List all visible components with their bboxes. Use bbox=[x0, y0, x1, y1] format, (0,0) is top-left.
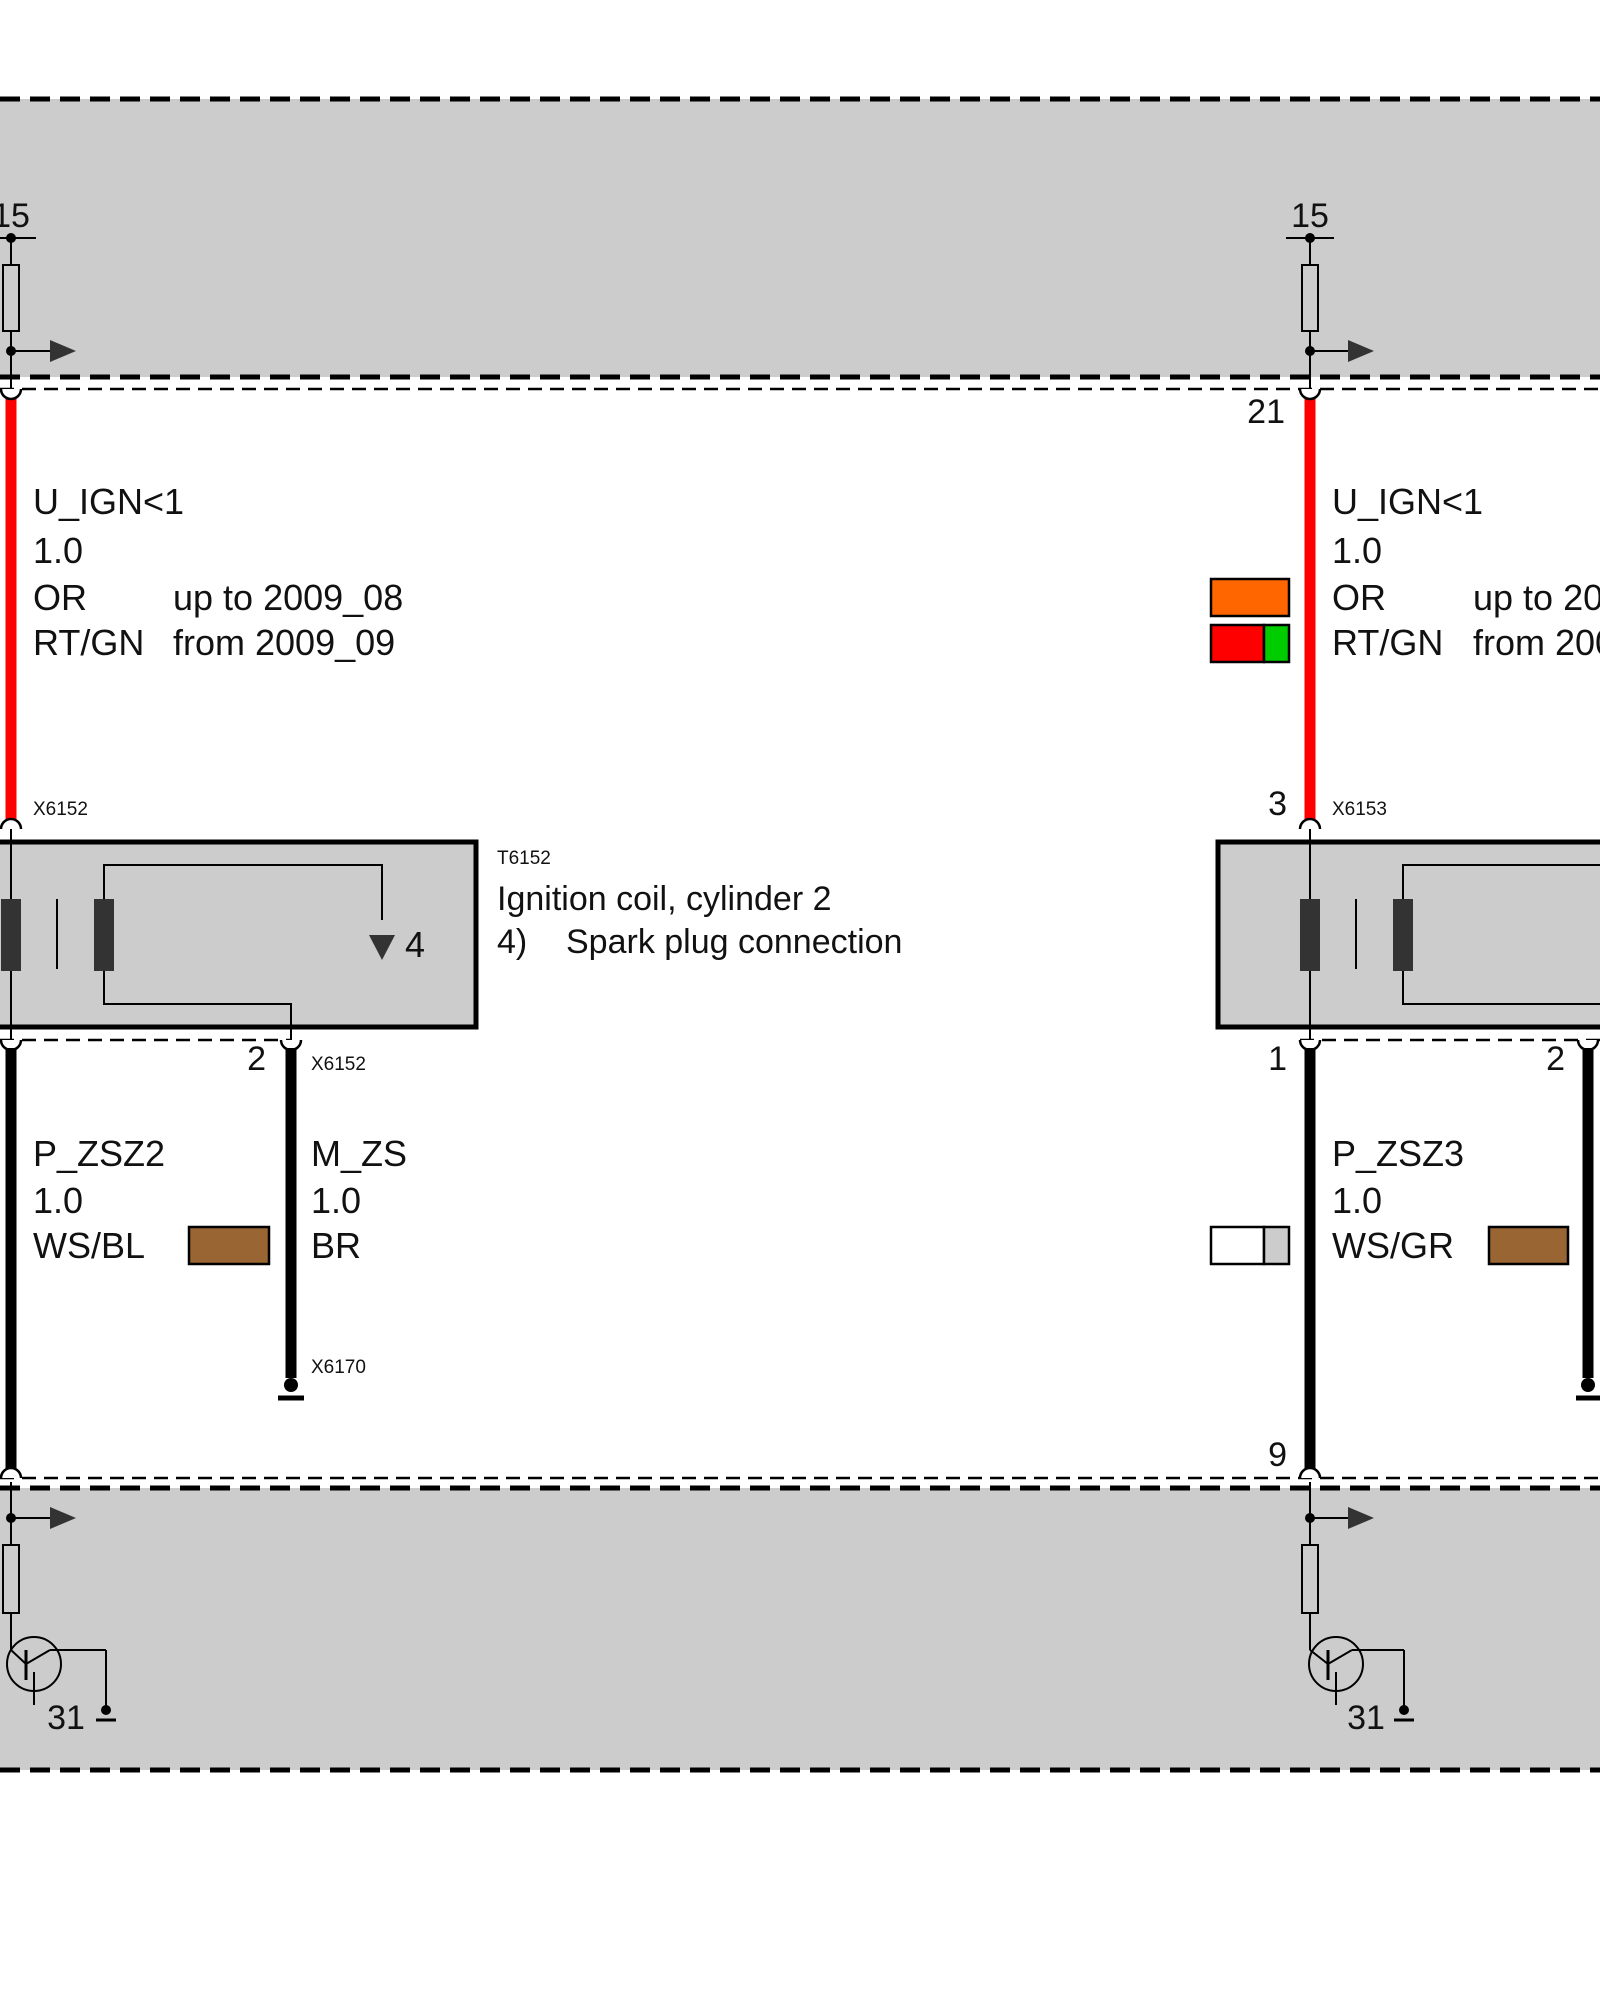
right-supply-arrow-icon bbox=[1348, 340, 1374, 362]
right-coil-pin-top: 3 bbox=[1268, 785, 1287, 823]
right-connector-top-label: X6153 bbox=[1332, 799, 1387, 820]
left-ground-signal-name: M_ZS bbox=[311, 1133, 407, 1174]
right-terminal-15-label: 15 bbox=[1291, 197, 1329, 235]
left-ground-side-pin: 2 bbox=[247, 1040, 266, 1078]
left-coil-id: T6152 bbox=[497, 848, 551, 869]
left-connector-ground-label: X6152 bbox=[311, 1054, 366, 1075]
top-module-area: 15 15 bbox=[0, 96, 1600, 395]
right-power-swatch-green bbox=[1262, 623, 1291, 664]
left-driver-arrow-icon bbox=[50, 1507, 76, 1529]
left-coil-housing bbox=[0, 839, 479, 1030]
right-power-swatch-orange bbox=[1209, 577, 1291, 618]
left-coil-output-pin: 4 bbox=[405, 924, 425, 965]
right-module-pin-bottom: 9 bbox=[1268, 1436, 1287, 1474]
bottom-module-area: 31 31 bbox=[0, 1476, 1600, 1773]
left-coil-note-number: 4) bbox=[497, 923, 527, 961]
left-power-signal-name: U_IGN<1 bbox=[33, 481, 184, 522]
right-power-swatch-red bbox=[1209, 623, 1266, 664]
right-power-color-note-1: up to 20 bbox=[1473, 577, 1600, 618]
left-coil-secondary-winding bbox=[94, 899, 114, 971]
left-supply-arrow-icon bbox=[50, 340, 76, 362]
right-driver-arrow-icon bbox=[1348, 1507, 1374, 1529]
right-driver-circuit: 31 bbox=[1301, 1482, 1414, 1737]
left-power-color-code-1: OR bbox=[33, 577, 87, 618]
left-power-cross-section: 1.0 bbox=[33, 530, 83, 571]
left-signal-name: P_ZSZ2 bbox=[33, 1133, 165, 1174]
right-coil-top-connector bbox=[1298, 817, 1322, 830]
left-bottom-module-pin bbox=[0, 1466, 23, 1479]
left-ground-color-code: BR bbox=[311, 1225, 361, 1266]
left-connector-top-label: X6152 bbox=[33, 799, 88, 820]
right-signal-swatch-grey bbox=[1262, 1225, 1291, 1266]
right-module-pin-top: 21 bbox=[1247, 393, 1285, 431]
left-power-color-note-2: from 2009_09 bbox=[173, 622, 395, 663]
left-coil-primary-winding bbox=[1, 899, 21, 971]
left-channel: U_IGN<1 1.0 OR up to 2009_08 RT/GN from … bbox=[0, 388, 902, 1479]
right-top-module-pin bbox=[1298, 388, 1322, 401]
right-signal-swatch-white bbox=[1209, 1225, 1266, 1266]
right-signal-color-code: WS/GR bbox=[1332, 1225, 1454, 1266]
right-power-signal-name: U_IGN<1 bbox=[1332, 481, 1483, 522]
left-power-color-note-1: up to 2009_08 bbox=[173, 577, 403, 618]
right-ignition-coil bbox=[1215, 829, 1600, 1040]
left-ground-connector-label: X6170 bbox=[311, 1357, 366, 1378]
left-signal-color-code: WS/BL bbox=[33, 1225, 145, 1266]
right-power-cross-section: 1.0 bbox=[1332, 530, 1382, 571]
right-terminal-31-label: 31 bbox=[1347, 1699, 1385, 1737]
right-ground-color-swatch bbox=[1487, 1225, 1570, 1266]
left-driver-circuit: 31 bbox=[2, 1482, 116, 1737]
left-coil-name: Ignition coil, cylinder 2 bbox=[497, 880, 832, 918]
right-signal-cross-section: 1.0 bbox=[1332, 1180, 1382, 1221]
left-top-module-pin bbox=[0, 388, 23, 401]
left-terminal-31-label: 31 bbox=[47, 1699, 85, 1737]
top-module-fill bbox=[0, 99, 1600, 377]
right-coil-secondary-winding bbox=[1393, 899, 1413, 971]
left-signal-color-swatch bbox=[187, 1225, 271, 1266]
right-coil-primary-winding bbox=[1300, 899, 1320, 971]
right-channel: 21 U_IGN<1 1.0 OR up to 20 RT/GN from 20… bbox=[1209, 388, 1600, 1479]
left-ground-cross-section: 1.0 bbox=[311, 1180, 361, 1221]
left-ground-point bbox=[284, 1378, 298, 1392]
left-ignition-coil: 4 bbox=[0, 829, 479, 1040]
right-power-color-code-2: RT/GN bbox=[1332, 622, 1443, 663]
left-coil-top-connector bbox=[0, 817, 23, 830]
left-coil-output-arrow-icon bbox=[369, 935, 395, 960]
right-ground-side-pin: 2 bbox=[1546, 1040, 1565, 1078]
right-signal-side-pin: 1 bbox=[1268, 1040, 1287, 1078]
right-power-color-note-2: from 200 bbox=[1473, 622, 1600, 663]
left-supply-circuit: 15 bbox=[0, 197, 76, 395]
right-ground-point bbox=[1581, 1378, 1595, 1392]
right-supply-circuit: 15 bbox=[1286, 197, 1374, 395]
bottom-module-fill bbox=[0, 1488, 1600, 1770]
right-signal-name: P_ZSZ3 bbox=[1332, 1133, 1464, 1174]
left-coil-note-text: Spark plug connection bbox=[566, 923, 902, 961]
right-bottom-module-pin bbox=[1298, 1466, 1322, 1479]
left-terminal-15-label: 15 bbox=[0, 197, 30, 235]
right-power-color-code-1: OR bbox=[1332, 577, 1386, 618]
left-signal-cross-section: 1.0 bbox=[33, 1180, 83, 1221]
left-power-color-code-2: RT/GN bbox=[33, 622, 144, 663]
